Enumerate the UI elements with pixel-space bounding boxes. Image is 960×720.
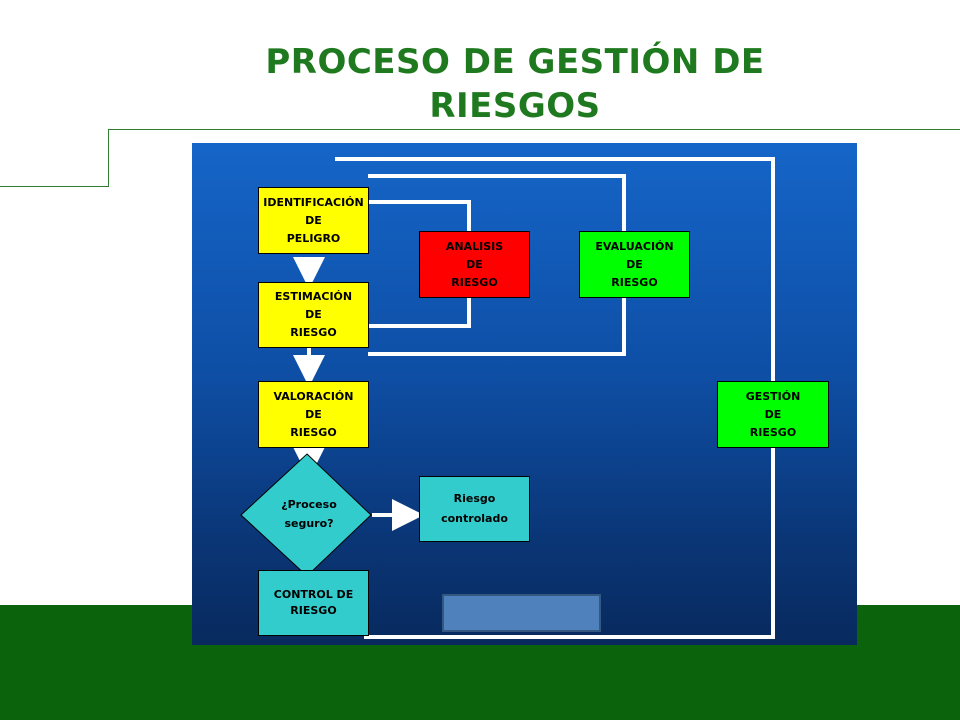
slide-title: PROCESO DE GESTIÓN DE RIESGOS — [265, 42, 765, 126]
node-evaluacion-riesgo: EVALUACIÓN DE RIESGO — [579, 231, 690, 298]
decorative-line-vertical — [108, 129, 109, 186]
decorative-line-top — [108, 129, 960, 130]
decorative-line-left — [0, 186, 109, 187]
empty-box — [442, 594, 601, 632]
node-analisis-riesgo: ANALISIS DE RIESGO — [419, 231, 530, 298]
gestion-loop-line — [335, 157, 775, 639]
node-proceso-seguro-label: ¿Proceso seguro? — [281, 498, 337, 530]
node-identificacion-peligro: IDENTIFICACIÓN DE PELIGRO — [258, 187, 369, 254]
node-gestion-riesgo: GESTIÓN DE RIESGO — [717, 381, 829, 448]
risk-process-diagram: IDENTIFICACIÓN DE PELIGRO ESTIMACIÓN DE … — [192, 143, 857, 645]
node-estimacion-riesgo: ESTIMACIÓN DE RIESGO — [258, 282, 369, 348]
node-riesgo-controlado: Riesgo controlado — [419, 476, 530, 542]
node-control-riesgo: CONTROL DE RIESGO — [258, 570, 369, 636]
node-valoracion-riesgo: VALORACIÓN DE RIESGO — [258, 381, 369, 448]
